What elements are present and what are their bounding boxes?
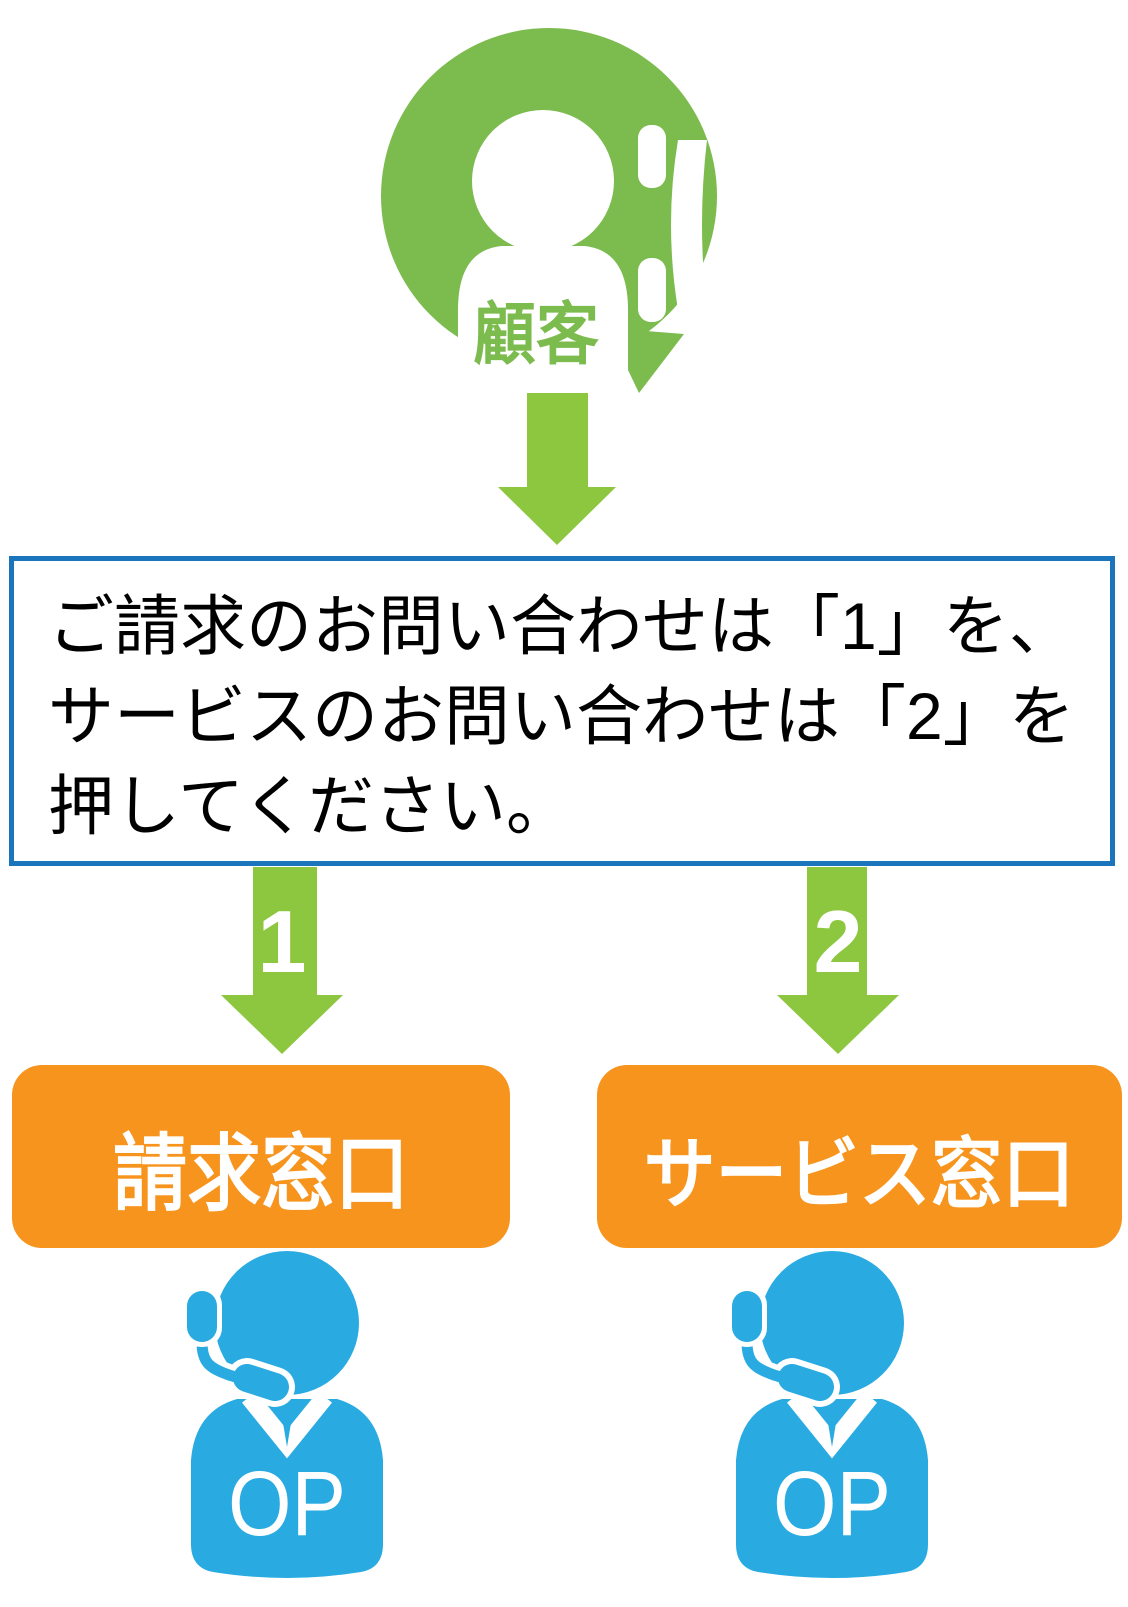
operator-icon-2: OP [727,1251,928,1578]
operator-placket-icon [280,1405,294,1447]
customer-label: 顧客 [473,297,599,373]
handset-earpiece-icon [638,125,666,188]
arrow-down-main [498,393,616,545]
customer-icon: 顧客 [381,28,717,393]
operator-body-icon [191,1399,383,1578]
person-body-icon [458,246,628,392]
mic-boom-icon [741,1336,810,1390]
mic-boom-icon [196,1336,265,1390]
arrow-down-branch-2 [777,867,899,1054]
service-desk-label: サービス窓口 [644,1129,1075,1218]
operator-body-icon [736,1399,928,1578]
operator-placket-icon [825,1405,839,1447]
operator-icon-1: OP [182,1251,383,1578]
headset-speaker-icon [187,1291,217,1342]
ivr-message-box: ご請求のお問い合わせは「1」を、 サービスのお問い合わせは「2」を 押してくださ… [9,556,1115,866]
operator-label-2: OP [773,1453,891,1555]
branch-digit-1: 1 [257,892,307,991]
phone-handset-icon [638,125,707,322]
mic-tip-icon [778,1364,834,1401]
person-head-icon [472,110,614,252]
handset-mouthpiece-icon [638,258,666,322]
mic-tip-icon [233,1364,289,1401]
branch-digit-2: 2 [813,892,863,991]
headset-speaker-icon [732,1291,762,1342]
operator-label-1: OP [228,1453,346,1555]
billing-desk-label: 請求窓口 [113,1127,409,1221]
service-desk-box: サービス窓口 [597,1065,1122,1248]
billing-desk-box: 請求窓口 [12,1065,510,1248]
ivr-message-line-2: サービスのお問い合わせは「2」を [48,679,1075,753]
ivr-message-line-1: ご請求のお問い合わせは「1」を、 [48,589,1075,663]
arrow-down-branch-1 [221,867,343,1054]
ivr-message-line-3: 押してください。 [48,769,573,843]
handset-handle-icon [671,140,707,310]
